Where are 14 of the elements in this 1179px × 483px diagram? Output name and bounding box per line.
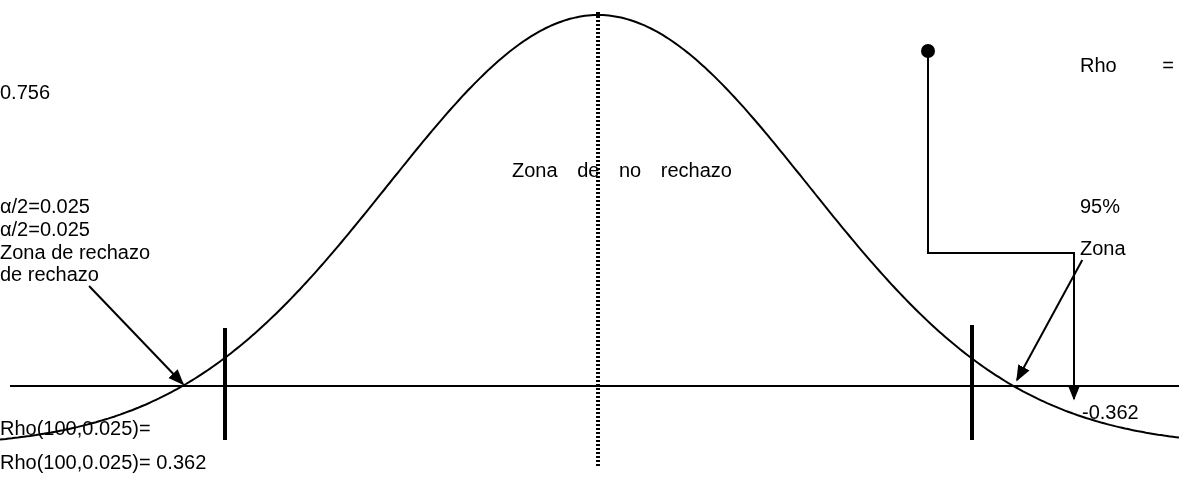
alpha-label: α/2=0.025 [0, 194, 90, 218]
alpha-label: α/2=0.025 [0, 217, 90, 241]
zone-label: Zona de no rechazo [512, 158, 732, 182]
value-label: 0.756 [0, 80, 51, 104]
zone-label: de rechazo [0, 262, 99, 286]
value-label: Rho = [1080, 53, 1174, 77]
zone-label: Zona [1080, 236, 1126, 260]
formula-label: Rho(100,0.025)= 0.362 [0, 450, 207, 474]
leader-arrow [1016, 259, 1084, 382]
zone-label: Zona de rechazo [0, 240, 151, 264]
percent-label: 95% [1080, 194, 1121, 218]
pointer-arrow [921, 44, 1081, 401]
value-label: -0.362 [1070, 400, 1139, 424]
leader-arrow [88, 285, 185, 386]
